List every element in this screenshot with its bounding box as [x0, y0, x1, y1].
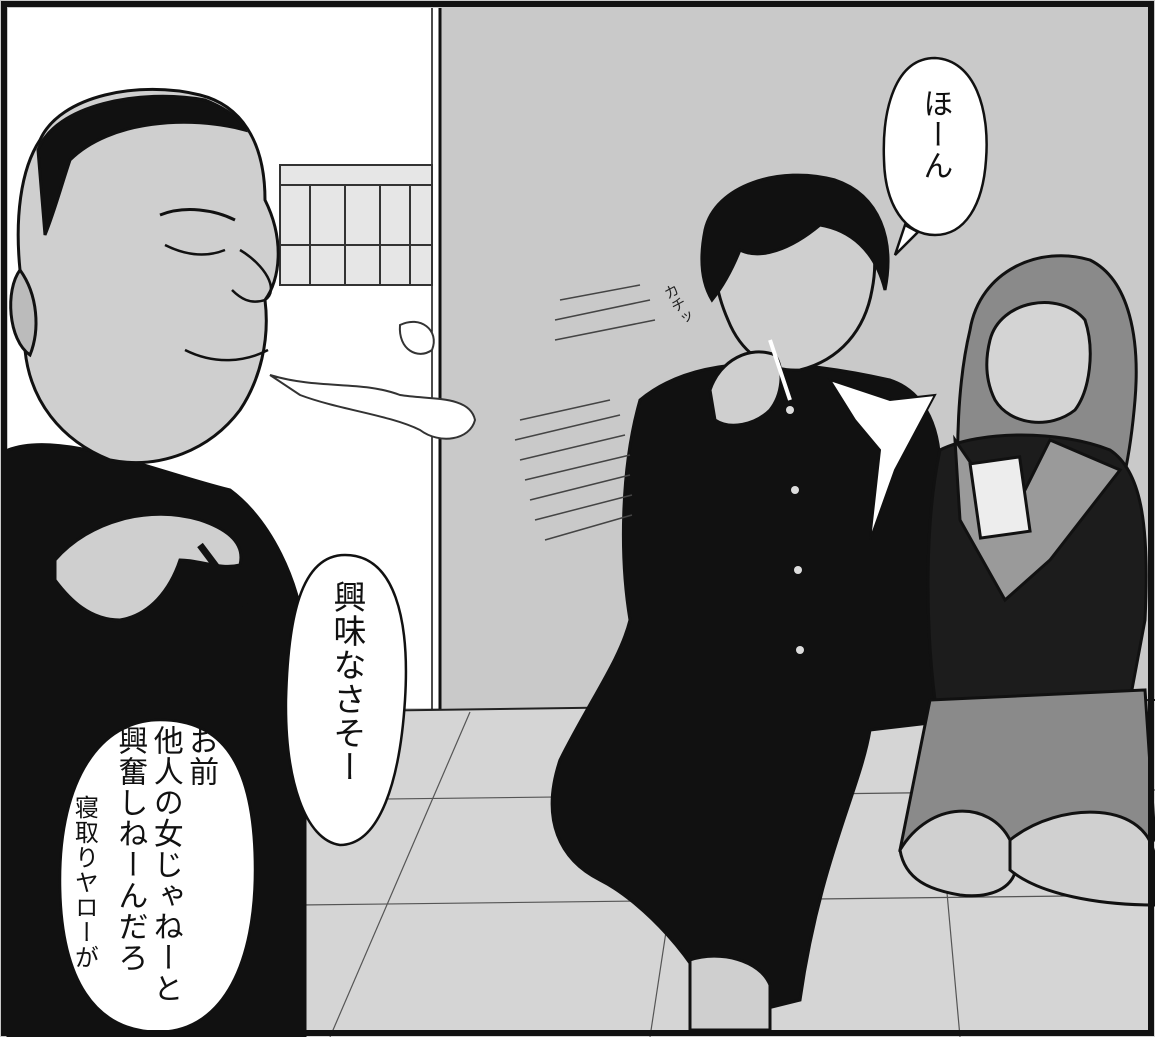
- dialogue-hoon: ほーん: [917, 88, 953, 181]
- center-character: [550, 173, 957, 1032]
- right-character: [898, 254, 1155, 907]
- smoke: [269, 320, 477, 440]
- bubble-kyoumi: [284, 553, 408, 847]
- background-building: [279, 164, 433, 286]
- motion-hatching: [514, 284, 656, 541]
- dialogue-kyoumi: 興味なさそー: [327, 580, 367, 784]
- dialogue-netori: 寝取りヤローが: [70, 795, 99, 970]
- dialogue-omae: お前 他人の女じゃねーと 興奮しねーんだろ: [112, 725, 219, 1004]
- bubble-hoon: [882, 56, 988, 256]
